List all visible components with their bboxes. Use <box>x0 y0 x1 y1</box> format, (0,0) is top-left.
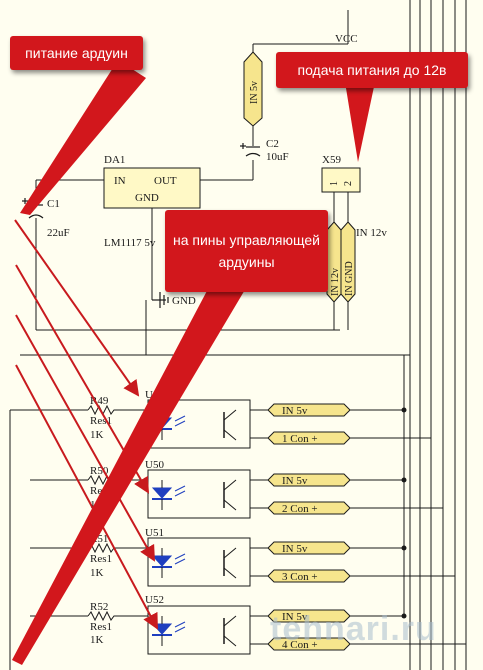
c2-ref: C2 <box>266 138 279 150</box>
r49-value: Res1 <box>90 415 112 427</box>
r51-ohm: 1K <box>90 567 104 579</box>
u52-ref: U52 <box>145 594 164 606</box>
resistor-r49 <box>87 404 148 416</box>
port-in-5v-1-label: IN 5v <box>282 405 308 417</box>
regulator-in-pin: IN <box>114 175 126 187</box>
in-12v-label: IN 12v <box>356 227 387 239</box>
regulator-gnd-pin: GND <box>135 192 159 204</box>
resistor-r51 <box>87 542 148 554</box>
port-in-5v-2 <box>267 473 351 487</box>
port-in-5v-4-label: IN 5v <box>282 611 308 623</box>
connector-x59 <box>321 167 361 193</box>
r52-ref: R52 <box>90 601 108 613</box>
c2-capacitor <box>240 143 261 157</box>
arrow-to-u51 <box>15 314 155 562</box>
gnd-label: GND <box>172 295 196 307</box>
vcc-label: VCC <box>335 33 358 45</box>
c1-ref: C1 <box>47 198 60 210</box>
port-con-4-label: 4 Con + <box>282 639 318 651</box>
port-con-3-label: 3 Con + <box>282 571 318 583</box>
r50-ref: R50 <box>90 465 109 477</box>
connector-pin2: 2 <box>343 181 354 186</box>
resistor-r52 <box>87 610 148 622</box>
led-icon <box>151 555 173 567</box>
port-con-4 <box>267 637 351 651</box>
connector-pin1: 1 <box>329 181 340 186</box>
u50-ref: U50 <box>145 459 164 471</box>
port-in-5v-vertical <box>243 51 263 127</box>
vertical-buses <box>409 0 467 670</box>
annotation-power-12v: подача питания до 12в <box>276 52 468 88</box>
regulator-out-pin: OUT <box>154 175 177 187</box>
annotation-control-pins: на пины управляющей ардуины <box>165 210 328 292</box>
port-con-2-label: 2 Con + <box>282 503 318 515</box>
arrow-12v-power <box>345 82 375 162</box>
arrow-arduino-power <box>20 60 146 215</box>
r52-ohm: 1K <box>90 634 104 646</box>
port-in-5v-2-label: IN 5v <box>282 475 308 487</box>
port-in-gnd-vertical <box>340 221 356 303</box>
watermark-logo: tehnari.ru <box>270 610 437 648</box>
arrow-control-pins <box>12 270 246 665</box>
regulator-ref: DA1 <box>104 154 125 166</box>
gnd-symbol <box>152 292 169 308</box>
r51-value: Res1 <box>90 553 112 565</box>
port-in-5v-1 <box>267 403 351 417</box>
connector-wiring <box>333 192 349 330</box>
led-icon <box>151 487 173 499</box>
opto-channel-1: R49 Res1 1K U49 IN 5v 1 Con + <box>9 389 431 670</box>
regulator-part: LM1117 5v <box>104 237 156 249</box>
port-in-12v-label: IN 12v <box>330 268 341 296</box>
port-in-5v-3 <box>267 541 351 555</box>
port-con-2 <box>267 501 351 515</box>
opto-channel-4: R52 Res1 1K U52 IN 5v 4 Con + <box>30 594 466 655</box>
port-in-gnd-label: IN GND <box>344 261 355 296</box>
opto-u52-body <box>147 605 251 655</box>
port-in-5v-3-label: IN 5v <box>282 543 308 555</box>
c1-value: 22uF <box>47 227 70 239</box>
c2-value: 10uF <box>266 151 289 163</box>
opto-u50-body <box>147 469 251 519</box>
r52-value: Res1 <box>90 621 112 633</box>
arrow-to-u52 <box>15 364 158 630</box>
port-in-5v-label: IN 5v <box>249 81 260 104</box>
annotation-arduino-power: питание ардуин <box>10 36 143 70</box>
r49-ohm: 1K <box>90 429 104 441</box>
arrow-to-u49 <box>14 219 140 397</box>
port-con-3 <box>267 569 351 583</box>
opto-u51-body <box>147 537 251 587</box>
port-con-1-label: 1 Con + <box>282 433 318 445</box>
port-in-5v-4 <box>267 609 351 623</box>
u51-ref: U51 <box>145 527 164 539</box>
vcc-net <box>200 10 349 181</box>
port-con-1 <box>267 431 351 445</box>
r49-ref: R49 <box>90 395 109 407</box>
connector-ref: X59 <box>322 154 341 166</box>
